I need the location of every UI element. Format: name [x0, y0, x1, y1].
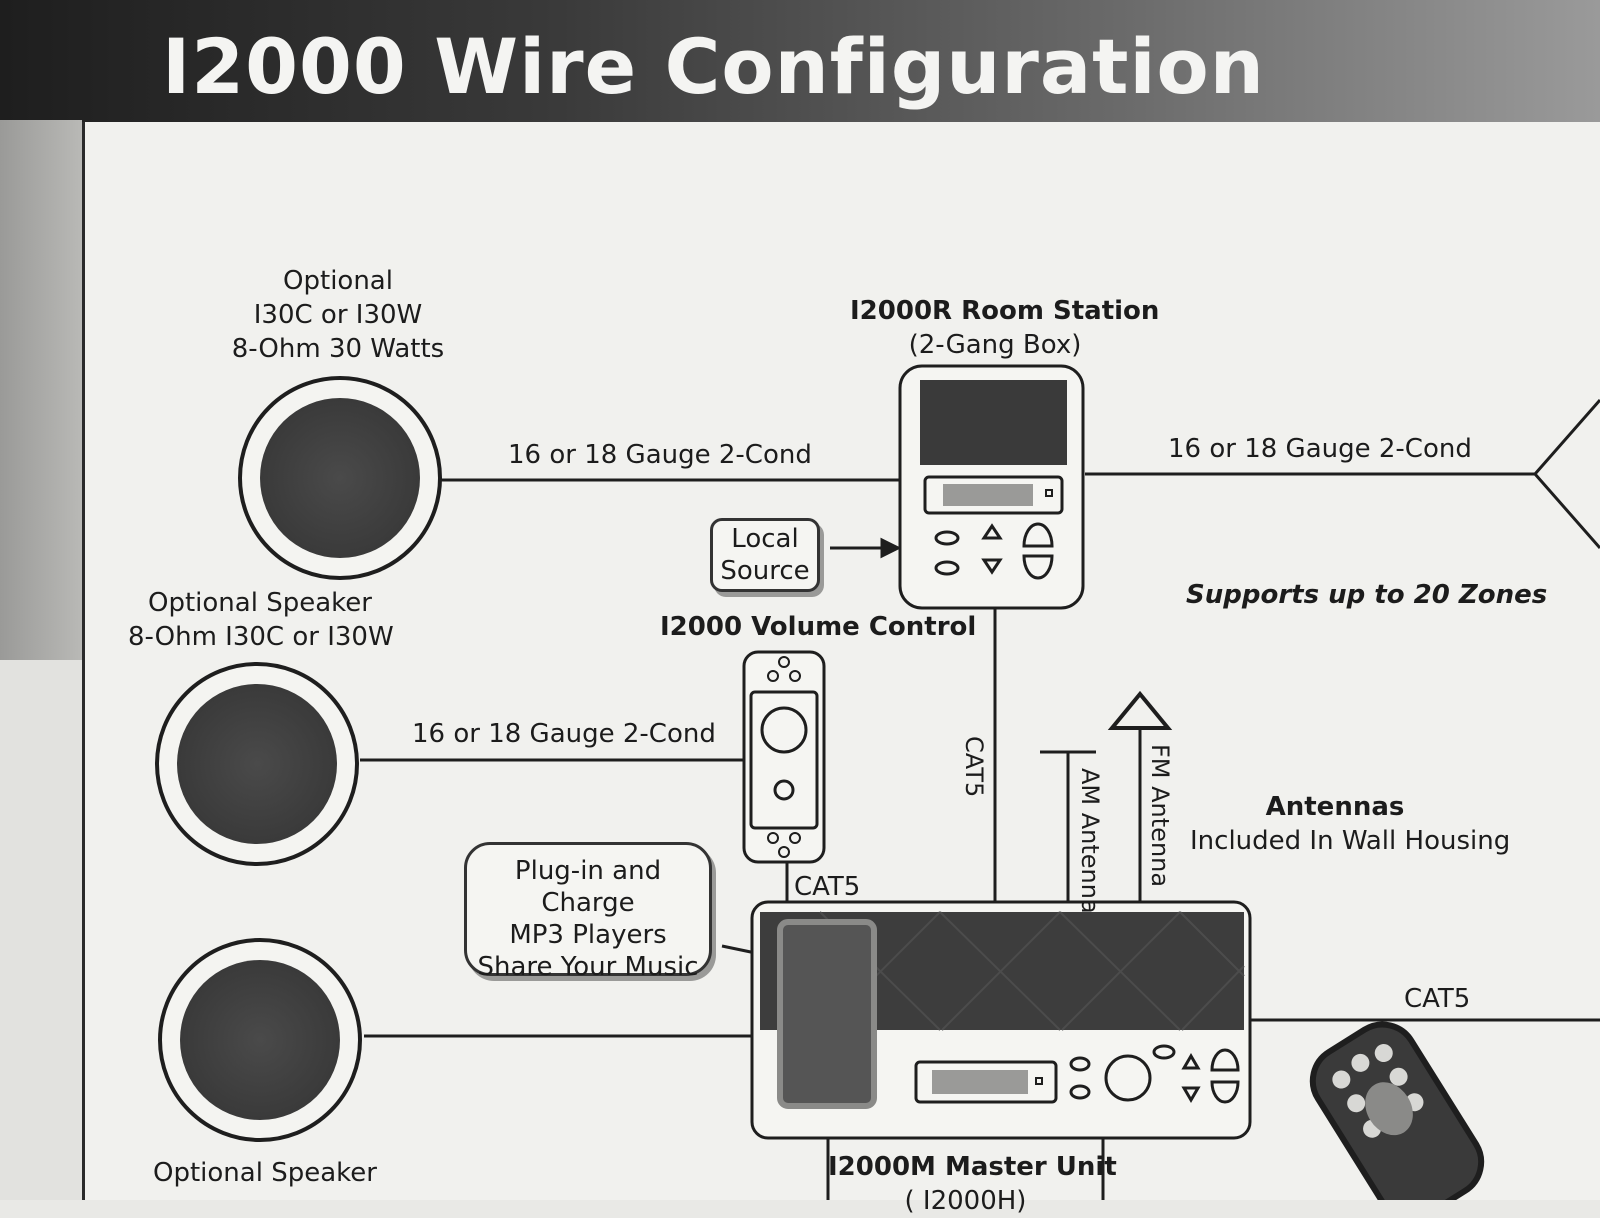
local-source-line-2: Source	[720, 556, 810, 586]
mp3-callout-line-3: Share Your Music	[477, 952, 699, 982]
antennas-label: Antennas Included In Wall Housing	[1190, 790, 1511, 858]
antennas-subtitle: Included In Wall Housing	[1190, 826, 1511, 856]
knob-icon	[760, 706, 808, 754]
speaker-middle-line-1: Optional Speaker	[148, 588, 372, 618]
title-bar: I2000 Wire Configuration	[0, 0, 1600, 122]
speaker-top-line-3: 8-Ohm 30 Watts	[231, 334, 445, 364]
mp3-callout-box: Plug-in and Charge MP3 Players Share You…	[464, 842, 712, 982]
room-station-name: I2000R Room Station	[850, 296, 1160, 326]
volume-arrows-icon	[981, 523, 1003, 575]
tuning-arrows-icon	[1210, 1048, 1240, 1104]
speaker-bottom-icon	[158, 938, 362, 1142]
master-unit-name: I2000M Master Unit	[828, 1152, 1117, 1182]
page-title: I2000 Wire Configuration	[162, 22, 1265, 111]
wire-branch	[1533, 399, 1600, 549]
volume-arrows-icon	[1181, 1053, 1201, 1103]
wire-cat5-right-label: CAT5	[1404, 984, 1471, 1014]
am-antenna-label: AM Antenna	[1076, 768, 1104, 914]
mp3-dock	[777, 919, 877, 1109]
zones-note: Supports up to 20 Zones	[1186, 580, 1548, 610]
wire-cat5-volume-label: CAT5	[794, 872, 861, 902]
arrow-icon	[880, 537, 902, 559]
left-margin-strip	[0, 120, 82, 660]
speaker-top-line-2: I30C or I30W	[253, 300, 423, 330]
left-margin-strip-lower	[0, 660, 82, 1200]
room-station-label: I2000R Room Station (2-Gang Box)	[850, 294, 1160, 362]
master-unit-label: I2000M Master Unit ( I2000H)	[828, 1150, 1117, 1218]
local-source-line-1: Local	[731, 524, 799, 554]
local-source-box: Local Source	[710, 518, 820, 592]
master-unit-device	[750, 900, 1252, 1140]
wire-top-left-label: 16 or 18 Gauge 2-Cond	[508, 440, 812, 470]
volume-control-device	[742, 650, 826, 864]
fm-antenna-icon	[1107, 690, 1173, 730]
tuning-arrows-icon	[1022, 522, 1054, 580]
speaker-middle-label: Optional Speaker 8-Ohm I30C or I30W	[128, 586, 394, 654]
mp3-callout-line-2: MP3 Players	[509, 920, 667, 950]
wire-middle-left-label: 16 or 18 Gauge 2-Cond	[412, 719, 716, 749]
master-unit-model: ( I2000H)	[904, 1186, 1027, 1216]
speaker-bottom-line-1: Optional Speaker	[153, 1158, 377, 1188]
room-station-device	[898, 364, 1085, 610]
button-icon	[934, 560, 960, 576]
wire-cat5-vertical-label: CAT5	[960, 736, 988, 798]
speaker-middle-line-2: 8-Ohm I30C or I30W	[128, 622, 394, 652]
speaker-top-icon	[238, 376, 442, 580]
button-icon	[1069, 1084, 1091, 1100]
knob-icon	[1104, 1054, 1152, 1102]
remote-control-icon	[1309, 1021, 1485, 1200]
antennas-title: Antennas	[1265, 792, 1405, 822]
speaker-top-label: Optional I30C or I30W 8-Ohm 30 Watts	[220, 264, 456, 366]
speaker-middle-icon	[155, 662, 359, 866]
mp3-callout-line-1: Plug-in and Charge	[514, 856, 662, 918]
button-icon	[1069, 1056, 1091, 1072]
button-icon	[773, 779, 795, 801]
volume-control-label: I2000 Volume Control	[660, 612, 977, 642]
room-station-note: (2-Gang Box)	[908, 330, 1082, 360]
fm-antenna-label: FM Antenna	[1146, 744, 1174, 888]
button-icon	[934, 530, 960, 546]
speaker-top-line-1: Optional	[283, 266, 393, 296]
speaker-bottom-label: Optional Speaker	[150, 1156, 380, 1190]
wire-top-right-label: 16 or 18 Gauge 2-Cond	[1168, 434, 1472, 464]
